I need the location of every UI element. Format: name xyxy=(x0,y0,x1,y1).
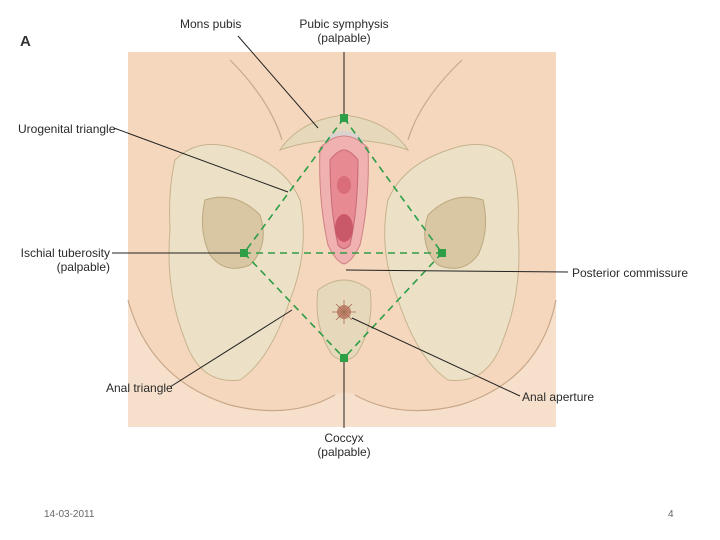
pubic-symphysis-title: Pubic symphysis xyxy=(299,17,389,31)
posterior-commissure-leader xyxy=(345,269,569,273)
mons-pubis-leader xyxy=(237,35,319,129)
pubic-symphysis-label: Pubic symphysis (palpable) xyxy=(298,17,390,45)
coccyx-note: (palpable) xyxy=(317,445,371,459)
left-thigh-crease xyxy=(229,59,283,141)
left-ischial-point xyxy=(240,249,248,257)
anal-aperture-label: Anal aperture xyxy=(522,390,595,404)
coccyx-title: Coccyx xyxy=(324,431,364,445)
posterior-commissure-label: Posterior commissure xyxy=(572,266,689,280)
perineum-triangles xyxy=(243,117,443,359)
urethral-orifice xyxy=(337,176,351,194)
pubic-symphysis-note: (palpable) xyxy=(317,31,371,45)
anal-triangle-label: Anal triangle xyxy=(106,381,173,395)
anal-aperture-leader xyxy=(351,317,521,397)
right-ischial-point xyxy=(438,249,446,257)
vaginal-orifice xyxy=(335,214,353,242)
urogenital-triangle-left-edge xyxy=(243,117,345,254)
ischial-tuberosity-title: Ischial tuberosity xyxy=(20,246,110,260)
urogenital-triangle-leader xyxy=(113,127,289,193)
anal-triangle-left-edge xyxy=(243,252,345,359)
left-buttock-outline xyxy=(127,299,336,412)
coccyx-label: Coccyx (palpable) xyxy=(304,431,384,459)
slide-page-number: 4 xyxy=(668,509,674,520)
right-thigh-crease xyxy=(407,59,463,141)
leader-lines xyxy=(112,35,569,428)
ischial-tuberosity-note: (palpable) xyxy=(56,260,110,274)
urogenital-triangle-label: Urogenital triangle xyxy=(18,122,116,136)
anal-folds xyxy=(332,300,356,324)
coccyx-point xyxy=(340,354,348,362)
urogenital-triangle-right-edge xyxy=(343,117,443,254)
left-obturator-foramen xyxy=(201,196,264,269)
ischial-tuberosity-label: Ischial tuberosity (palpable) xyxy=(10,246,110,274)
pubic-symphysis-point xyxy=(340,114,348,122)
slide-date: 14-03-2011 xyxy=(44,509,95,520)
landmark-points xyxy=(240,114,446,362)
right-buttock-outline xyxy=(354,299,557,412)
mons-pubis-label: Mons pubis xyxy=(180,17,242,31)
anal-triangle-leader xyxy=(169,309,293,388)
figure-letter: A xyxy=(20,33,31,50)
